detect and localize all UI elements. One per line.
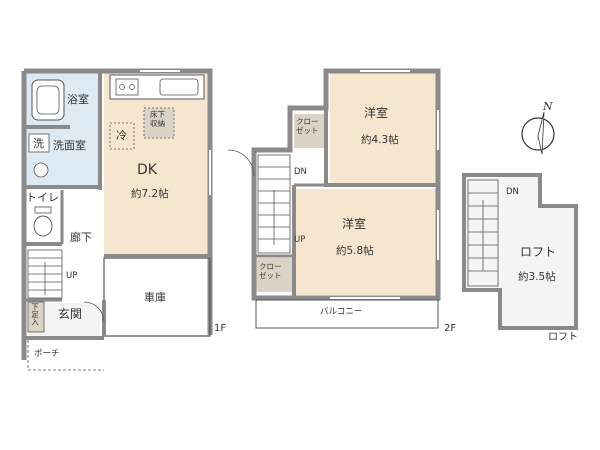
room-label-toilet: トイレ bbox=[26, 191, 59, 204]
room-area-west2: 約5.8帖 bbox=[336, 245, 374, 257]
room-label-hall: 廊下 bbox=[70, 231, 92, 244]
1f-wall-outer-top-right bbox=[24, 68, 213, 335]
floor-label-2f: 2F bbox=[444, 323, 457, 334]
toilet-tank bbox=[34, 206, 52, 214]
room-label-washer: 洗 bbox=[33, 137, 44, 150]
stairs-2f bbox=[257, 154, 291, 254]
stairs-dn-label: DN bbox=[294, 167, 307, 177]
underfloor-storage bbox=[143, 107, 175, 139]
stove bbox=[115, 78, 139, 96]
shoe-cabinet bbox=[27, 301, 45, 333]
room-label-closet-bottom: クローゼット bbox=[259, 262, 282, 280]
floor-label-loft: ロフト bbox=[548, 332, 578, 343]
room-label-garage: 車庫 bbox=[144, 291, 166, 304]
room-label-shoe: 下足入 bbox=[30, 303, 40, 326]
room-label-underfloor: 床下収納 bbox=[150, 110, 165, 128]
toilet-bowl bbox=[33, 215, 53, 237]
room-label-bath: 浴室 bbox=[67, 93, 89, 106]
room-label-west2: 洋室 bbox=[342, 217, 367, 231]
room-label-entrance: 玄関 bbox=[58, 307, 83, 321]
stairs-up-label: UP bbox=[66, 271, 78, 281]
stairs-up-label-2f: UP bbox=[294, 235, 306, 245]
bathtub bbox=[31, 79, 65, 121]
floor-loft-plan bbox=[462, 173, 578, 330]
west1-floor bbox=[330, 73, 436, 183]
room-area-dk: 約7.2帖 bbox=[131, 188, 169, 200]
room-label-west1: 洋室 bbox=[364, 106, 389, 120]
stairs-1f bbox=[27, 249, 63, 299]
burner bbox=[129, 84, 135, 90]
loft-stairs-dn-label: DN bbox=[506, 187, 519, 197]
floor-1f-plan bbox=[21, 68, 213, 371]
room-label-dk: DK bbox=[137, 162, 157, 178]
closet-top-fill bbox=[294, 114, 326, 148]
room-label-closet-top: クローゼット bbox=[296, 117, 319, 135]
floor-2f-plan bbox=[227, 68, 441, 329]
bathtub-inner bbox=[36, 85, 60, 115]
room-label-washroom: 洗面室 bbox=[53, 139, 86, 152]
room-area-loft: 約3.5帖 bbox=[518, 271, 556, 283]
wash-basin bbox=[33, 162, 49, 178]
room-label-porch: ポーチ bbox=[34, 349, 60, 359]
dk-floor-fill bbox=[104, 73, 208, 256]
room-label-balcony: バルコニー bbox=[320, 307, 363, 317]
stair-door bbox=[227, 149, 255, 177]
entrance-door bbox=[83, 301, 105, 323]
burner bbox=[119, 84, 125, 90]
stairs-loft bbox=[467, 179, 499, 287]
porch-outline bbox=[27, 340, 104, 371]
closet-bottom-fill bbox=[256, 258, 294, 292]
washer-box bbox=[28, 133, 50, 153]
room-label-fridge: 冷 bbox=[116, 129, 127, 142]
compass-north-label: N bbox=[543, 100, 553, 113]
room-label-loft: ロフト bbox=[520, 245, 557, 259]
room-area-west1: 約4.3帖 bbox=[361, 134, 399, 146]
balcony-outline bbox=[255, 299, 439, 329]
west2-floor bbox=[296, 189, 436, 295]
compass-icon bbox=[521, 111, 555, 155]
loft-outline bbox=[462, 173, 578, 330]
kitchen-sink bbox=[159, 78, 199, 96]
fridge-space bbox=[109, 122, 135, 150]
floor-label-1f: 1F bbox=[214, 323, 227, 334]
